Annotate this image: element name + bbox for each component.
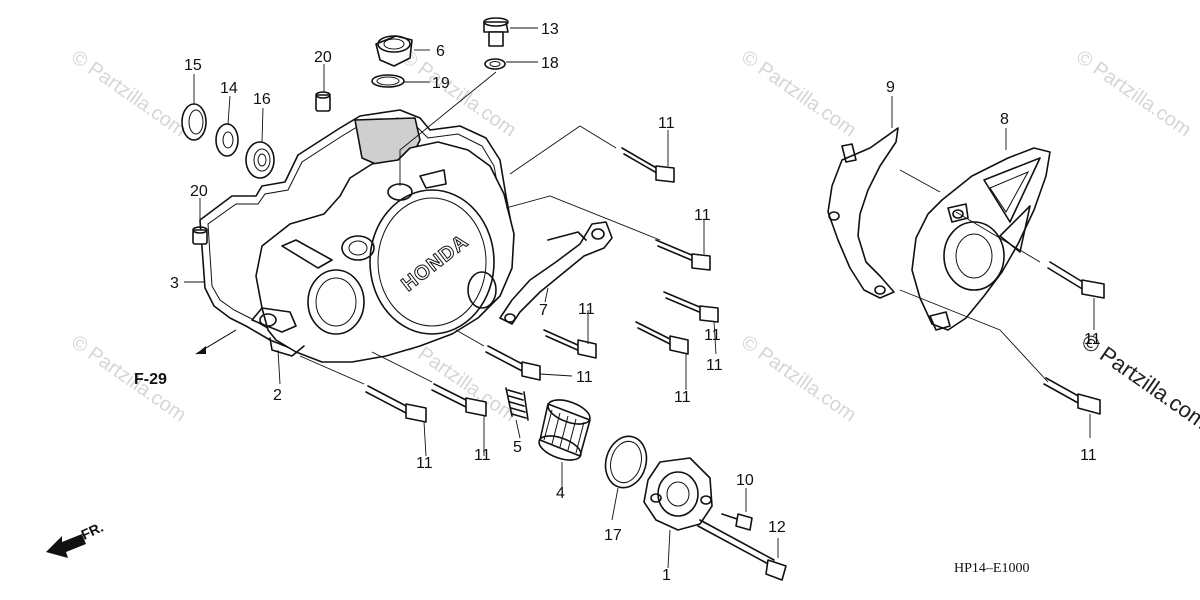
washer-18 [484, 58, 506, 70]
label-part-12: 12 [768, 519, 786, 536]
washer-14 [215, 123, 239, 157]
ref-label: F-29 [134, 371, 167, 388]
cover-9 [827, 127, 899, 299]
bolt-11 [621, 147, 675, 183]
bolt-12 [697, 519, 787, 581]
label-part-15: 15 [184, 57, 202, 74]
bolt-11 [365, 385, 427, 423]
label-part-13: 13 [541, 21, 559, 38]
label-part-10: 10 [736, 472, 754, 489]
label-part-11: 11 [658, 115, 675, 132]
bolts-11 [365, 147, 1105, 423]
watermark: © Partzilla.com [67, 331, 190, 426]
part-labels: 3 2 7 5 4 17 1 10 12 9 8 15 14 16 20 20 … [170, 21, 1101, 584]
label-part-9: 9 [886, 79, 895, 96]
watermark: © Partzilla.com [737, 331, 860, 426]
spring-5 [505, 387, 529, 421]
label-part-11: 11 [1080, 447, 1097, 464]
label-part-11: 11 [578, 301, 595, 318]
watermarks: © Partzilla.com © Partzilla.com © Partzi… [67, 46, 1200, 434]
dowel-pin-20a [315, 91, 331, 112]
drain-bolt-13 [483, 17, 509, 47]
bolt-11 [431, 383, 487, 417]
label-part-16: 16 [253, 91, 271, 108]
bolt-11 [485, 345, 541, 381]
bolt-11 [1047, 261, 1105, 299]
label-part-11: 11 [576, 369, 593, 386]
watermark: © Partzilla.com [1072, 46, 1195, 141]
label-part-11: 11 [706, 357, 723, 374]
oil-filler-cap-6 [375, 35, 413, 67]
label-part-8: 8 [1000, 111, 1009, 128]
label-part-3: 3 [170, 275, 179, 292]
diagram-code: HP14–E1000 [954, 561, 1029, 576]
label-part-19: 19 [432, 75, 450, 92]
label-part-11: 11 [704, 327, 721, 344]
front-arrow-icon [46, 534, 86, 558]
label-part-18: 18 [541, 55, 559, 72]
bolt-11 [635, 321, 689, 355]
label-part-11: 11 [416, 455, 433, 472]
label-part-11: 11 [474, 447, 491, 464]
bolt-11 [655, 239, 711, 271]
oil-seal-16 [245, 141, 275, 179]
label-part-5: 5 [513, 439, 522, 456]
label-part-2: 2 [273, 387, 282, 404]
label-part-20b: 20 [190, 183, 208, 200]
bolt-11 [1043, 377, 1101, 415]
watermark: © Partzilla.com [67, 46, 190, 141]
label-part-14: 14 [220, 80, 238, 97]
o-ring-17 [604, 435, 648, 489]
label-part-11: 11 [674, 389, 691, 406]
label-part-17: 17 [604, 527, 622, 544]
stay-7 [499, 221, 613, 325]
label-part-20a: 20 [314, 49, 332, 66]
bolt-11 [543, 329, 597, 359]
label-part-7: 7 [539, 302, 548, 319]
dowel-pin-20b [192, 226, 208, 245]
front-label: FR. [79, 519, 106, 543]
label-part-4: 4 [556, 485, 565, 502]
o-ring-19 [371, 74, 405, 88]
label-part-1: 1 [662, 567, 671, 584]
label-part-6: 6 [436, 43, 445, 60]
bolt-10 [721, 513, 753, 531]
ref-arrow [195, 329, 237, 355]
oil-filter-4 [538, 399, 591, 461]
label-part-11: 11 [694, 207, 711, 224]
cover-2: HONDA [251, 141, 515, 363]
label-part-11: 11 [1084, 331, 1101, 348]
bolt-11 [663, 291, 719, 323]
filter-cover-1 [643, 457, 713, 531]
cover-8 [911, 147, 1051, 331]
watermark: © Partzilla.com [737, 46, 860, 141]
